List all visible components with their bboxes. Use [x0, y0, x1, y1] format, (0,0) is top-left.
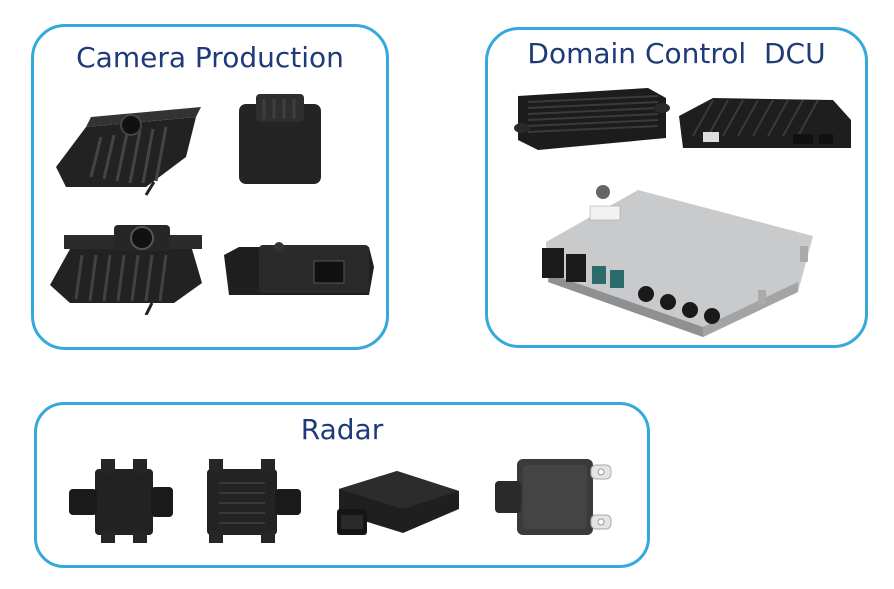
camera-housing-lens-front-image	[50, 225, 202, 315]
radar-module-front-image	[69, 459, 173, 543]
domain-control-panel: Domain Control DCU	[485, 27, 868, 348]
radar-panel-title: Radar	[300, 413, 384, 446]
dcu-panel-title: Domain Control DCU	[527, 37, 826, 70]
radar-module-ribbed-image	[207, 459, 301, 543]
camera-housing-flat-back-image	[239, 94, 321, 184]
camera-housing-side-connector-image	[224, 242, 374, 295]
radar-module-square-image	[495, 459, 612, 535]
camera-panel-title: Camera Production	[76, 41, 344, 74]
radar-panel: Radar	[34, 402, 650, 568]
dcu-finned-unit-right-image	[679, 98, 851, 148]
camera-production-panel: Camera Production	[31, 24, 389, 350]
radar-module-angled-image	[337, 471, 459, 535]
dcu-finned-unit-left-image	[514, 88, 670, 150]
dcu-silver-controller-image	[542, 185, 813, 337]
camera-housing-ribbed-front-image	[56, 107, 201, 196]
